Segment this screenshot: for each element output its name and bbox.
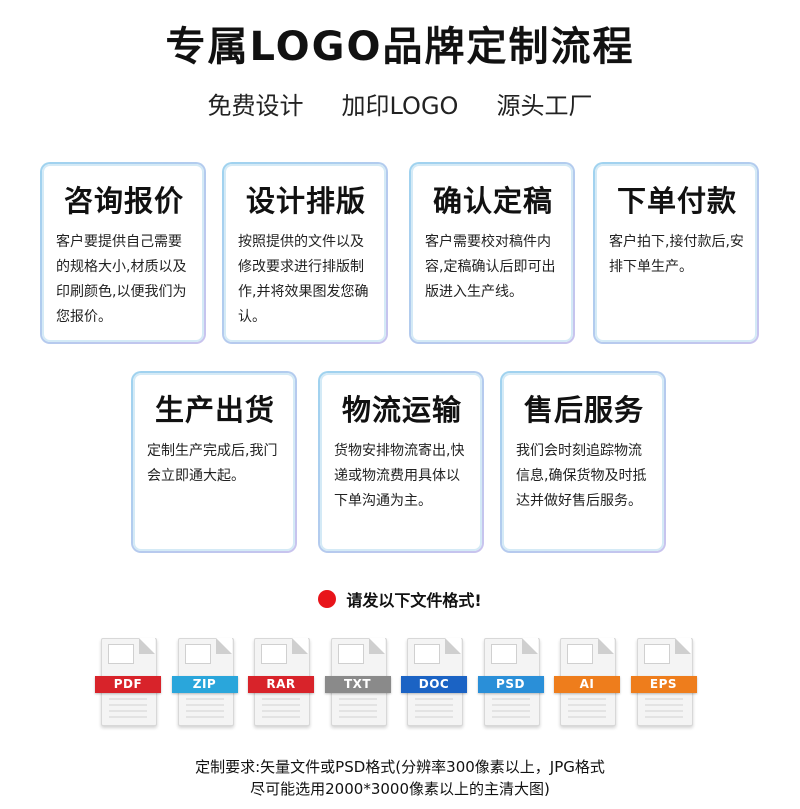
file-format-label: ZIP	[171, 676, 238, 693]
tag-free-design: 免费设计	[207, 92, 304, 120]
step-card-after-sales: 售后服务 我们会时刻追踪物流信息,确保货物及时抵达并做好售后服务。	[500, 371, 666, 553]
requirements-line-1: 定制要求:矢量文件或PSD格式(分辨率300像素以上，JPG格式	[195, 758, 605, 776]
step-desc: 货物安排物流寄出,快递或物流费用具体以下单沟通为主。	[334, 443, 465, 509]
step-desc: 按照提供的文件以及修改要求进行排版制作,并将效果图发您确认。	[238, 234, 369, 325]
file-requirements: 定制要求:矢量文件或PSD格式(分辨率300像素以上，JPG格式 尽可能选用20…	[0, 756, 800, 800]
step-desc: 定制生产完成后,我门会立即通大起。	[147, 443, 278, 484]
file-format-label: AI	[554, 676, 620, 693]
eps-file-icon: EPS	[630, 634, 697, 728]
file-format-label: RAR	[248, 676, 314, 693]
ai-file-icon: AI	[554, 634, 620, 728]
tagline: 免费设计 加印LOGO 源头工厂	[0, 86, 800, 121]
step-title: 咨询报价	[63, 184, 184, 218]
step-title: 下单付款	[616, 184, 737, 218]
step-card-order: 下单付款 客户拍下,接付款后,安排下单生产。	[593, 162, 759, 344]
doc-file-icon: DOC	[401, 634, 467, 728]
step-desc: 客户拍下,接付款后,安排下单生产。	[609, 234, 744, 275]
txt-file-icon: TXT	[324, 634, 391, 728]
requirements-line-2: 尽可能选用2000*3000像素以上的主清大图)	[250, 780, 550, 798]
notice-text: 请发以下文件格式!	[346, 591, 482, 610]
red-dot-icon	[318, 590, 337, 608]
step-title: 确认定稿	[432, 184, 553, 218]
step-desc: 我们会时刻追踪物流信息,确保货物及时抵达并做好售后服务。	[516, 443, 647, 509]
psd-file-icon: PSD	[477, 634, 544, 728]
step-card-logistics: 物流运输 货物安排物流寄出,快递或物流费用具体以下单沟通为主。	[318, 371, 484, 553]
page-title: 专属LOGO品牌定制流程	[165, 24, 635, 70]
file-format-label: PSD	[477, 676, 544, 693]
file-format-icons: PDF ZIP RAR TXT DOC PSD AI EPS	[95, 634, 705, 730]
pdf-file-icon: PDF	[95, 634, 161, 728]
step-title: 生产出货	[154, 393, 275, 427]
rar-file-icon: RAR	[248, 634, 314, 728]
step-card-design: 设计排版 按照提供的文件以及修改要求进行排版制作,并将效果图发您确认。	[222, 162, 388, 344]
file-format-label: DOC	[401, 676, 467, 693]
step-desc: 客户要提供自己需要的规格大小,材质以及印刷颜色,以便我们为您报价。	[56, 234, 187, 325]
file-format-label: TXT	[324, 676, 391, 693]
tag-logo-print: 加印LOGO	[341, 92, 459, 120]
tag-source-factory: 源头工厂	[496, 92, 593, 120]
step-title: 售后服务	[523, 393, 644, 427]
step-card-quote: 咨询报价 客户要提供自己需要的规格大小,材质以及印刷颜色,以便我们为您报价。	[40, 162, 206, 344]
file-format-notice: 请发以下文件格式!	[0, 587, 800, 611]
step-title: 物流运输	[341, 393, 462, 427]
zip-file-icon: ZIP	[171, 634, 238, 728]
step-desc: 客户需要校对稿件内容,定稿确认后即可出版进入生产线。	[425, 234, 556, 300]
file-format-label: PDF	[95, 676, 161, 693]
step-card-confirm: 确认定稿 客户需要校对稿件内容,定稿确认后即可出版进入生产线。	[409, 162, 575, 344]
file-format-label: EPS	[630, 676, 697, 693]
step-card-production: 生产出货 定制生产完成后,我门会立即通大起。	[131, 371, 297, 553]
step-title: 设计排版	[245, 184, 366, 218]
